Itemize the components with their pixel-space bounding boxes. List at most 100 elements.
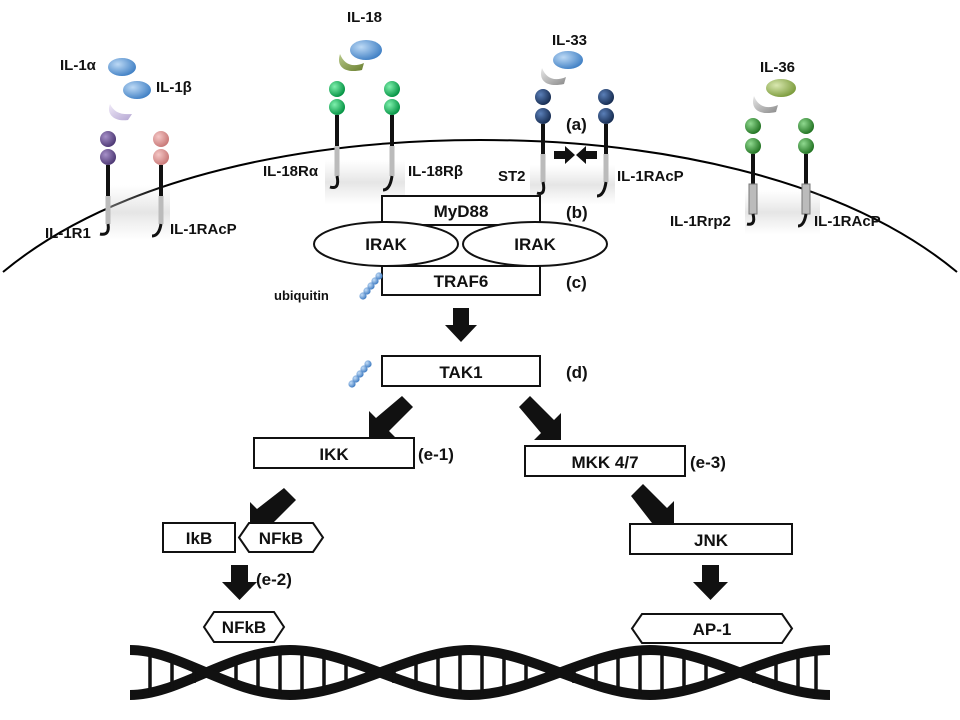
st2-tail	[536, 181, 546, 195]
tak1-box: TAK1	[381, 355, 541, 387]
il1racp-domain	[598, 108, 614, 124]
il36-receptor-complex: IL-36 IL-1Rrp2 IL-1RAcP	[670, 59, 881, 235]
il1r1-tail	[99, 223, 110, 236]
il18-receptor-crescent	[338, 54, 364, 72]
il18ra-domain	[329, 99, 345, 115]
arrow-down-left-icon	[369, 396, 413, 438]
ap1-hexagon: AP-1	[630, 613, 794, 644]
il33-receptor-crescent	[540, 68, 566, 86]
il33-receptor-complex: IL-33 ST2 IL-1RAcP	[498, 32, 684, 205]
il36-receptor-crescent	[752, 96, 778, 114]
tak1-label: TAK1	[439, 363, 482, 382]
step-e3-label: (e-3)	[690, 453, 726, 472]
nfkb-complex-hexagon: NFkB	[237, 522, 325, 553]
il1a-ligand	[108, 58, 136, 76]
il36-ligand	[766, 79, 796, 97]
il18-label: IL-18	[347, 9, 382, 26]
il1b-ligand	[123, 81, 151, 99]
il36-label: IL-36	[760, 59, 795, 76]
step-e2-label: (e-2)	[256, 570, 292, 589]
il1racp-transmembrane	[801, 183, 811, 215]
il18-receptor-complex: IL-18 IL-18Rα IL-18Rβ	[263, 9, 463, 205]
arrow-down-right-icon	[519, 396, 561, 440]
converge-arrow-right-icon	[554, 146, 575, 164]
il18ra-label: IL-18Rα	[263, 163, 319, 180]
il18ra-tail	[329, 175, 340, 189]
il1racp-domain	[598, 89, 614, 105]
nfkb-nuclear-label: NFkB	[222, 618, 266, 637]
dna-strand	[129, 644, 831, 701]
il33-ligand	[553, 51, 583, 69]
arrow-down-left-icon	[250, 488, 296, 531]
il1r1-label: IL-1R1	[45, 225, 91, 242]
st2-label: ST2	[498, 168, 526, 185]
il1rrp2-domain	[745, 118, 761, 134]
nfkb-complex-label: NFkB	[259, 529, 303, 548]
jnk-box: JNK	[629, 523, 793, 555]
il1racp-domain	[153, 131, 169, 147]
il18rb-tail	[382, 175, 394, 192]
step-c-label: (c)	[566, 273, 587, 292]
st2-domain	[535, 89, 551, 105]
traf6-box: TRAF6	[381, 265, 541, 296]
step-a-label: (a)	[566, 115, 587, 134]
ikk-label: IKK	[319, 445, 349, 464]
dna-double-helix	[129, 644, 831, 701]
irak-right-ellipse: IRAK	[462, 221, 608, 267]
il18rb-domain	[384, 81, 400, 97]
il1rrp2-domain	[745, 138, 761, 154]
dna-strand	[129, 644, 831, 701]
il1racp-label-3: IL-1RAcP	[814, 213, 881, 230]
il1racp-label-2: IL-1RAcP	[617, 168, 684, 185]
step-d-label: (d)	[566, 363, 588, 382]
il1racp-label-1: IL-1RAcP	[170, 221, 237, 238]
step-b-label: (b)	[566, 203, 588, 222]
ikk-box: IKK	[253, 437, 415, 469]
st2-domain	[535, 108, 551, 124]
il1racp-tail	[797, 213, 808, 228]
jnk-label: JNK	[694, 531, 729, 550]
ikb-label: IkB	[186, 529, 212, 548]
il1-receptor-crescent	[108, 104, 132, 121]
mkk47-label: MKK 4/7	[571, 453, 638, 472]
traf6-label: TRAF6	[434, 272, 489, 291]
ikb-box: IkB	[162, 522, 236, 553]
arrow-down-icon	[222, 565, 257, 600]
il18ra-domain	[329, 81, 345, 97]
il1-receptor-complex: IL-1α IL-1β IL-1R1 IL-1RAcP	[45, 57, 237, 242]
il1rrp2-transmembrane	[748, 183, 758, 215]
il1rrp2-tail	[746, 213, 756, 226]
il1r1-domain	[100, 131, 116, 147]
il33-label: IL-33	[552, 32, 587, 49]
ubiquitin-label: ubiquitin	[274, 288, 329, 303]
ubiquitin-chain-traf6	[359, 272, 383, 300]
il1racp-tail	[596, 181, 608, 198]
dna-base-pairs	[148, 651, 818, 694]
il1racp-domain	[153, 149, 169, 165]
il1racp-domain	[798, 138, 814, 154]
il1r1-domain	[100, 149, 116, 165]
il1a-label: IL-1α	[60, 57, 97, 74]
arrow-down-icon	[693, 565, 728, 600]
mkk47-box: MKK 4/7	[524, 445, 686, 477]
arrow-down-right-icon	[631, 484, 674, 530]
il1racp-tail	[151, 223, 163, 238]
il18rb-label: IL-18Rβ	[408, 163, 463, 180]
il1b-label: IL-1β	[156, 79, 192, 96]
nfkb-nuclear-hexagon: NFkB	[202, 611, 286, 643]
il18-ligand	[350, 40, 382, 60]
irak-left-label: IRAK	[365, 235, 407, 254]
step-e1-label: (e-1)	[418, 445, 454, 464]
il1rrp2-label: IL-1Rrp2	[670, 213, 731, 230]
arrow-down-icon	[445, 308, 477, 342]
il18rb-domain	[384, 99, 400, 115]
converge-arrow-left-icon	[576, 146, 597, 164]
myd88-label: MyD88	[434, 202, 489, 221]
il1racp-domain	[798, 118, 814, 134]
irak-left-ellipse: IRAK	[313, 221, 459, 267]
myd88-box: MyD88	[381, 195, 541, 226]
ubiquitin-chain-tak1	[348, 360, 372, 388]
ap1-label: AP-1	[693, 620, 732, 639]
irak-right-label: IRAK	[514, 235, 556, 254]
